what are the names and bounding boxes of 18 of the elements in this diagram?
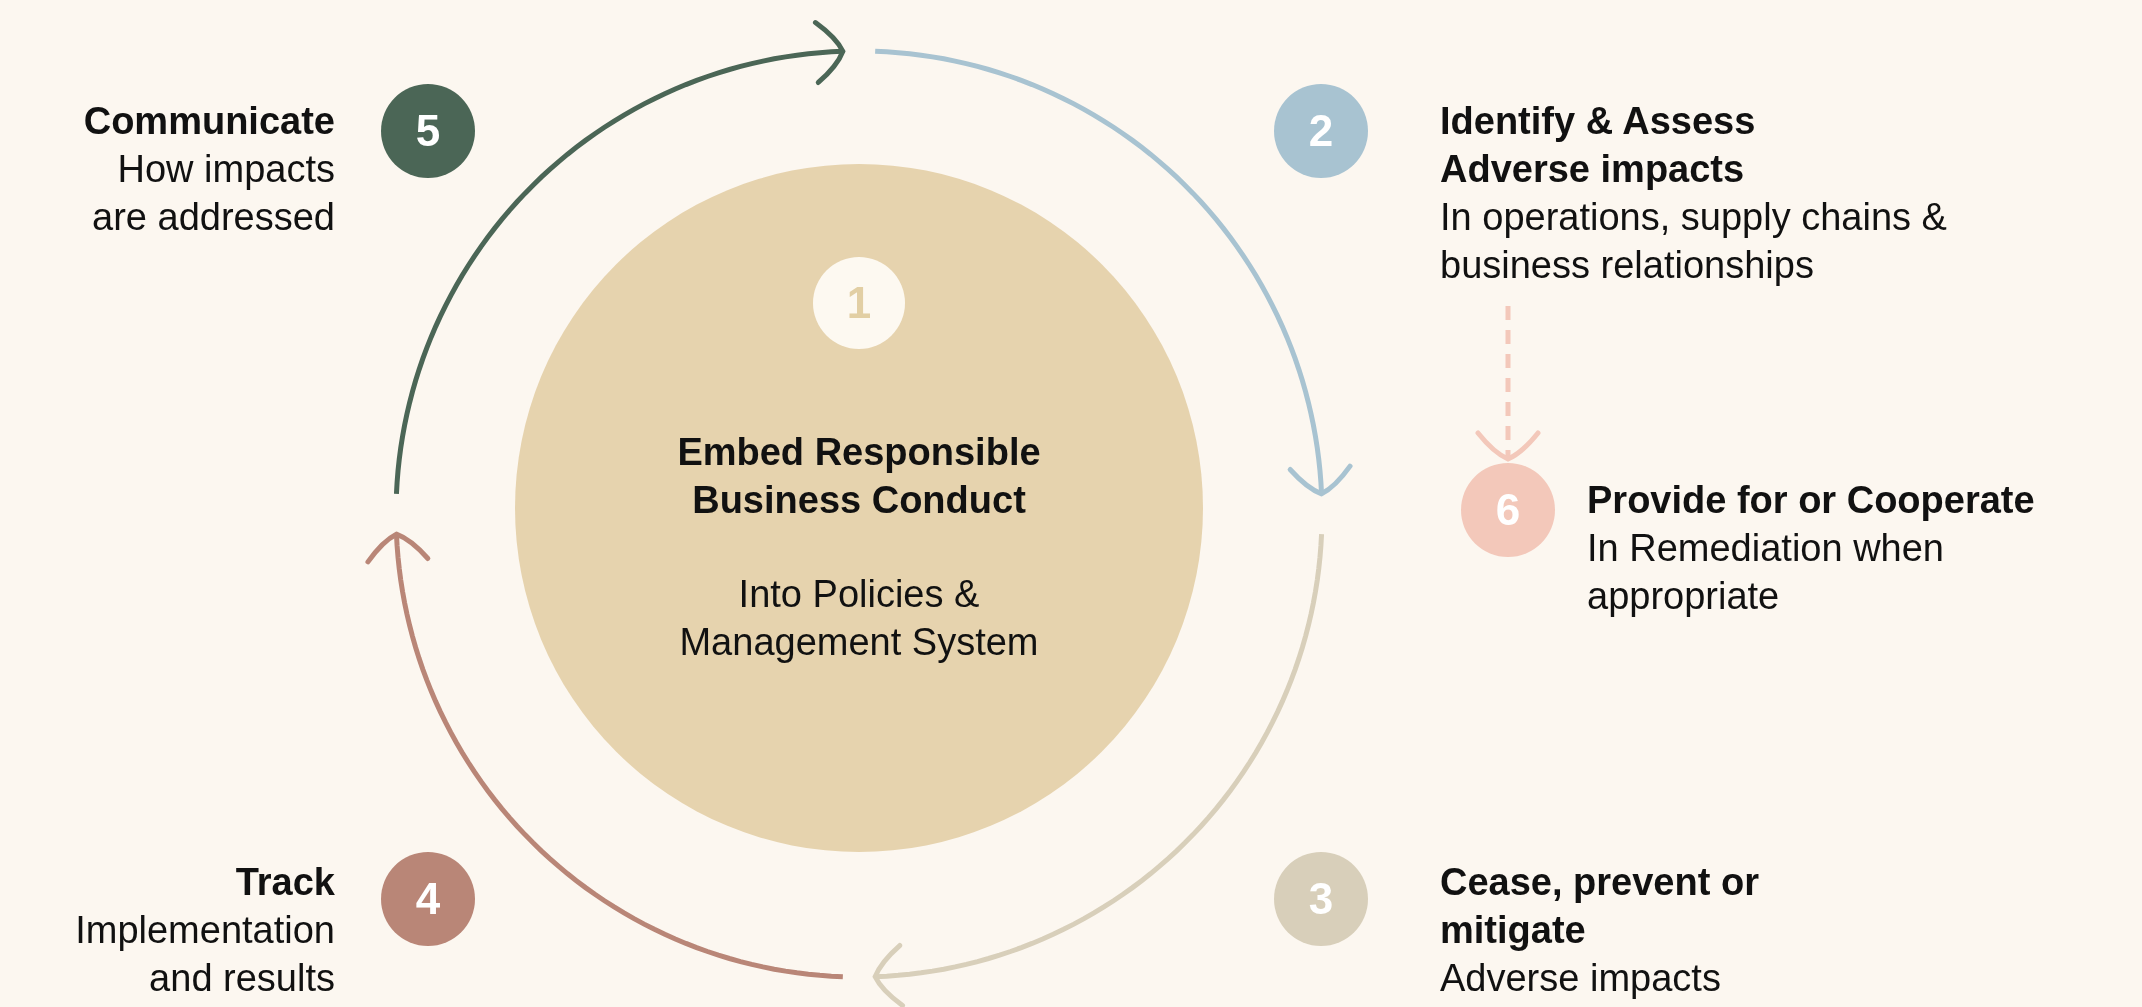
step-description: Adverse impacts [1440,956,1722,1001]
number-badge: 4 [381,852,475,946]
step-title: Track [234,860,335,905]
step-title: Cease, prevent or mitigate [1440,860,1760,953]
step-description: How impacts are addressed [91,147,335,240]
step-title: Identify & Assess Adverse impacts [1440,99,1757,192]
step-title: Communicate [82,99,335,144]
step-title: Provide for or Cooperate [1587,478,2036,523]
step-description: In Remediation when appropriate [1587,526,1945,619]
step-description: In operations, supply chains & business relationships [1440,195,1948,288]
step-description: Into Policies & Management System [678,572,1040,665]
number-badge: 6 [1461,463,1555,557]
step-title: Embed Responsible Business Conduct [676,430,1042,523]
step-description: Implementation and results [74,908,335,1001]
number-badge: 3 [1274,852,1368,946]
number-badge: 2 [1274,84,1368,178]
number-badge: 5 [381,84,475,178]
number-badge: 1 [813,257,905,349]
